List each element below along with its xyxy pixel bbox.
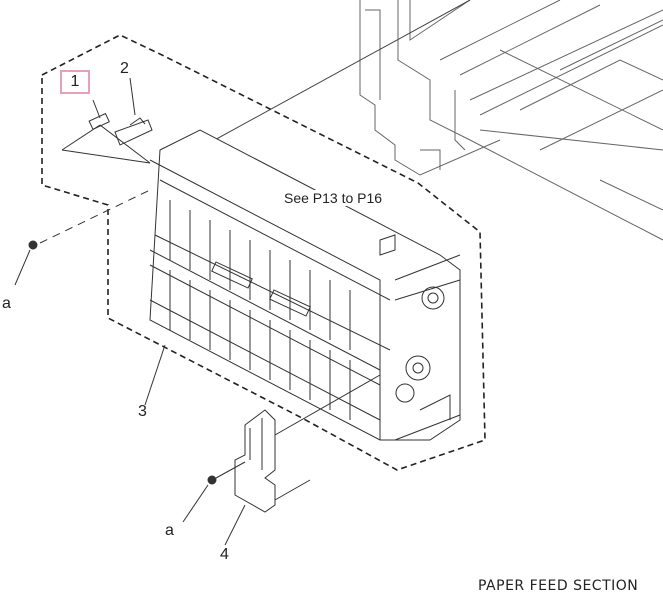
section-title: PAPER FEED SECTION xyxy=(478,578,639,594)
screw-a-top xyxy=(14,240,38,286)
part-3-paper-feed-unit xyxy=(149,129,461,441)
assembly-boundary xyxy=(41,34,486,471)
screw-label-a-top: a xyxy=(2,295,11,312)
part-number-4: 4 xyxy=(220,546,229,563)
part-2-bracket xyxy=(114,77,153,146)
page-reference-note: See P13 to P16 xyxy=(282,190,385,206)
part-4-guide-plate xyxy=(224,409,276,546)
screw-a-bottom xyxy=(182,461,246,523)
part-number-2: 2 xyxy=(120,60,129,77)
screw-label-a-bottom: a xyxy=(165,522,174,539)
part-number-3: 3 xyxy=(138,403,147,420)
chassis-outline xyxy=(359,0,663,241)
part-number-1-highlighted: 1 xyxy=(60,70,90,94)
part-1-pin xyxy=(88,99,110,130)
